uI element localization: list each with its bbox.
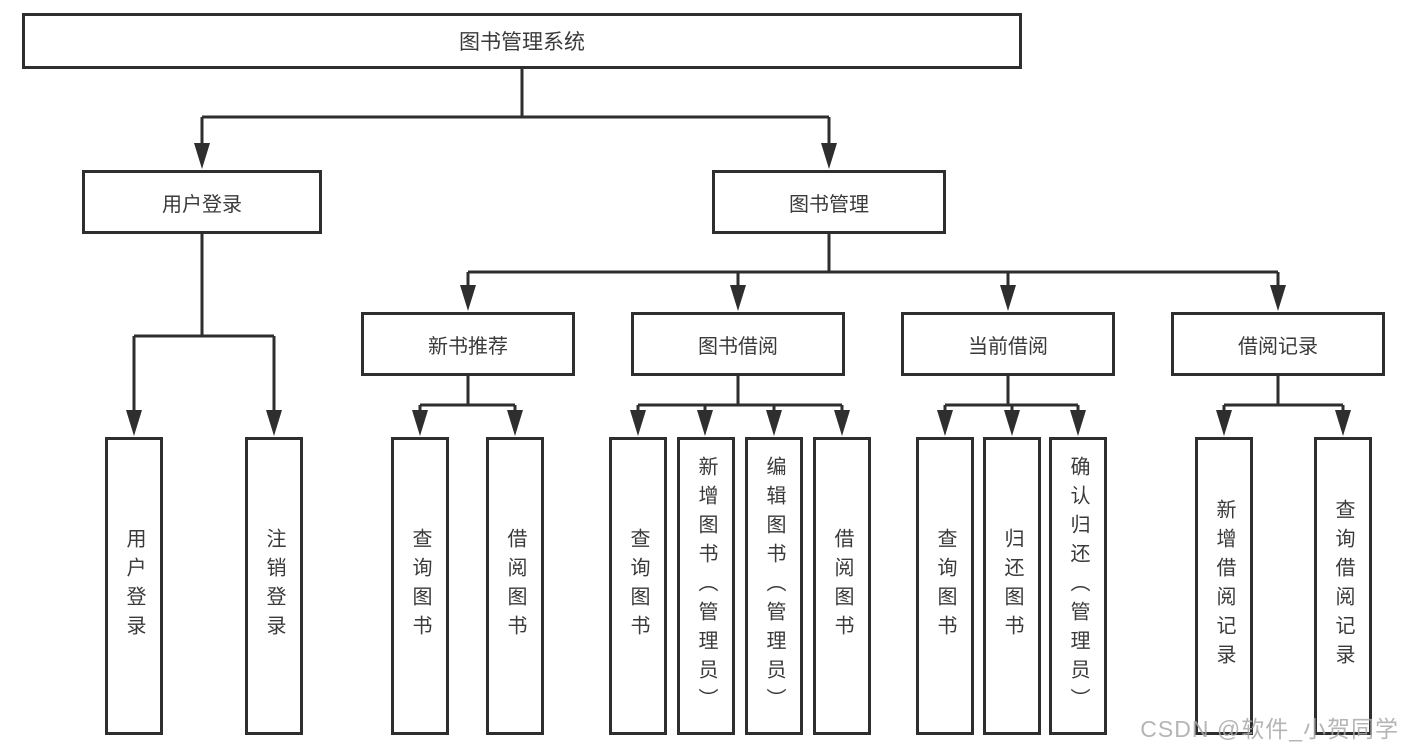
leaf-rec-borrow-books: 借阅图书 [486,437,544,735]
node-new-book-recommendation: 新书推荐 [361,312,575,376]
node-book-borrowing: 图书借阅 [631,312,845,376]
leaf-user-login: 用户登录 [105,437,163,735]
node-borrowing-records: 借阅记录 [1171,312,1385,376]
leaf-cb-return-books: 归还图书 [983,437,1041,735]
node-book-management: 图书管理 [712,170,946,234]
leaf-br-query-record: 查询借阅记录 [1314,437,1372,735]
arrowheads [126,143,1351,436]
node-current-borrowing: 当前借阅 [901,312,1115,376]
leaf-rec-query-books: 查询图书 [391,437,449,735]
leaf-br-add-record: 新增借阅记录 [1195,437,1253,735]
leaf-logout: 注销登录 [245,437,303,735]
leaf-bb-edit-books-admin: 编辑图书（管理员） [745,437,803,735]
node-user-login: 用户登录 [82,170,322,234]
leaf-cb-confirm-return-admin: 确认归还（管理员） [1049,437,1107,735]
leaf-bb-query-books: 查询图书 [609,437,667,735]
leaf-bb-borrow-books: 借阅图书 [813,437,871,735]
leaf-cb-query-books: 查询图书 [916,437,974,735]
leaf-bb-add-books-admin: 新增图书（管理员） [677,437,735,735]
node-root-system: 图书管理系统 [22,13,1022,69]
